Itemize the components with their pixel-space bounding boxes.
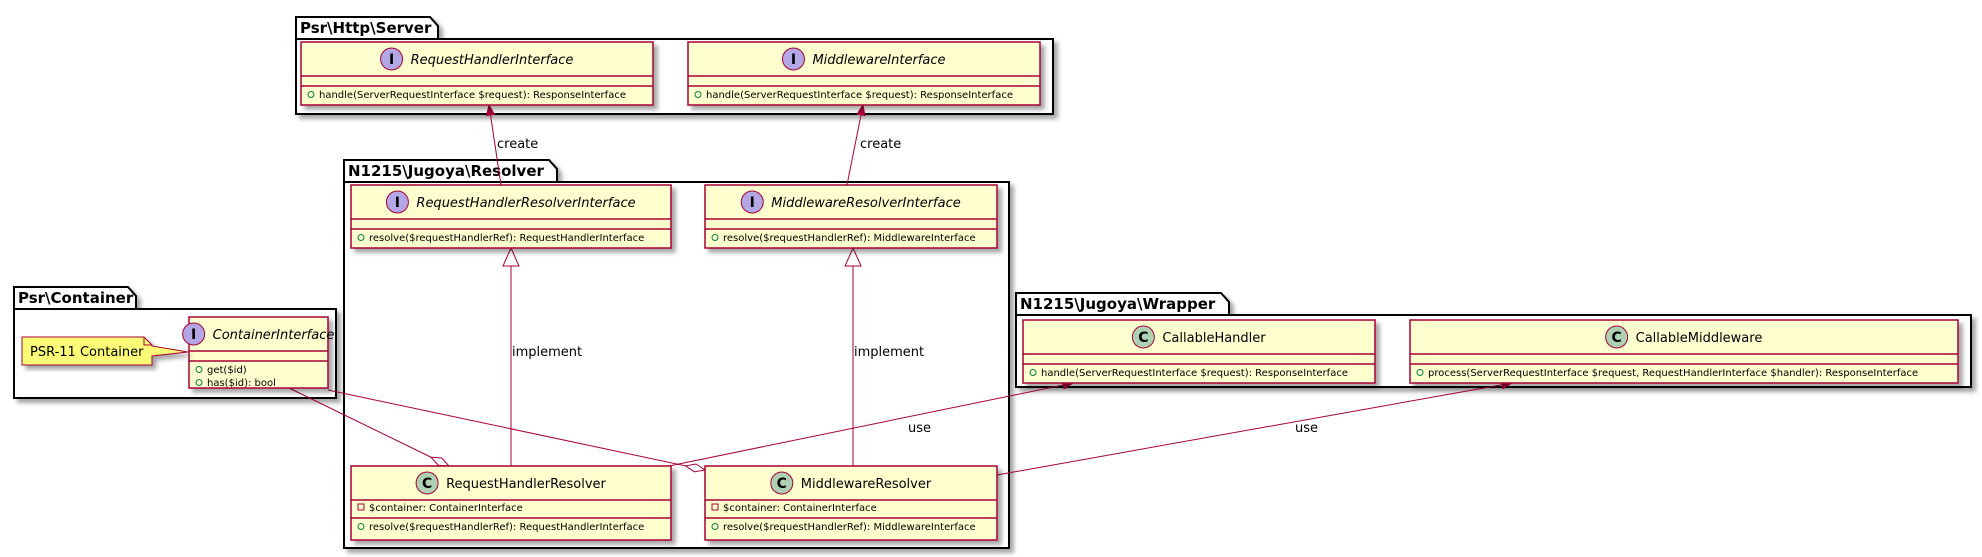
class-method: process(ServerRequestInterface $request,… bbox=[1428, 368, 1918, 379]
relation-line bbox=[288, 387, 450, 467]
relation-line bbox=[488, 104, 502, 186]
note-shape bbox=[21, 336, 189, 366]
badge-letter: C bbox=[777, 476, 787, 492]
class-field: $container: ContainerInterface bbox=[369, 503, 523, 514]
class-method: has($id): bool bbox=[207, 378, 276, 389]
class-name: ContainerInterface bbox=[213, 328, 335, 343]
relation-rel-implement-middleware bbox=[844, 246, 862, 466]
class-method: resolve($requestHandlerRef): MiddlewareI… bbox=[723, 233, 976, 244]
public-visibility-icon bbox=[195, 366, 203, 373]
class-box-middleware-resolver: MiddlewareResolver C $container: Container… bbox=[704, 465, 998, 541]
class-name: MiddlewareResolverInterface bbox=[771, 196, 961, 211]
relation-label: implement bbox=[854, 345, 924, 360]
package-title: N1215\Jugoya\Wrapper bbox=[1020, 295, 1216, 313]
package-title: N1215\Jugoya\Resolver bbox=[348, 162, 545, 180]
badge-letter: I bbox=[389, 52, 394, 68]
relation-label: create bbox=[860, 137, 901, 152]
interface-box-middleware-interface: MiddlewareInterface Ihandle(ServerRequest… bbox=[687, 41, 1041, 106]
class-box-request-handler-resolver: RequestHandlerResolver C $container: Conta… bbox=[350, 465, 672, 541]
class-name: MiddlewareInterface bbox=[812, 53, 945, 68]
private-visibility-icon bbox=[357, 503, 365, 511]
class-stereotype-icon: C bbox=[770, 471, 794, 495]
interface-box-request-handler-resolver-interface: RequestHandlerResolverInterface Iresolve(… bbox=[350, 184, 672, 249]
interface-stereotype-icon: I bbox=[740, 190, 764, 214]
class-field: $container: ContainerInterface bbox=[723, 503, 877, 514]
class-box-frame bbox=[687, 41, 1041, 106]
arrowhead-icon bbox=[856, 103, 866, 117]
class-box-frame bbox=[704, 465, 998, 541]
relation-rel-implement-handler bbox=[502, 246, 520, 466]
class-box-frame bbox=[300, 41, 654, 106]
interface-box-request-handler-interface: RequestHandlerInterface Ihandle(ServerReq… bbox=[300, 41, 654, 106]
class-stereotype-icon: C bbox=[1605, 325, 1629, 349]
relation-rel-create-middleware bbox=[846, 103, 866, 186]
public-visibility-icon bbox=[195, 379, 203, 386]
public-visibility-icon bbox=[711, 523, 719, 530]
public-visibility-icon bbox=[357, 523, 365, 530]
badge-letter: I bbox=[395, 195, 400, 211]
badge-letter: C bbox=[422, 476, 432, 492]
relation-label: use bbox=[1295, 421, 1318, 436]
relation-line bbox=[996, 382, 1513, 476]
realization-triangle-icon bbox=[844, 246, 862, 267]
class-name: RequestHandlerResolver bbox=[446, 477, 606, 492]
private-visibility-icon bbox=[711, 503, 719, 511]
relation-rel-create-handler bbox=[485, 103, 502, 186]
public-visibility-icon bbox=[307, 91, 315, 98]
note-text: PSR-11 Container bbox=[30, 345, 144, 360]
relation-line bbox=[668, 382, 1074, 467]
class-method: resolve($requestHandlerRef): RequestHand… bbox=[369, 233, 644, 244]
relation-line bbox=[327, 389, 706, 471]
class-stereotype-icon: C bbox=[1131, 325, 1155, 349]
public-visibility-icon bbox=[1416, 369, 1424, 376]
class-box-frame bbox=[188, 316, 329, 389]
class-method: handle(ServerRequestInterface $request):… bbox=[319, 90, 626, 101]
badge-letter: C bbox=[1138, 330, 1148, 346]
relation-label: create bbox=[497, 137, 538, 152]
interface-box-middleware-resolver-interface: MiddlewareResolverInterface Iresolve($req… bbox=[704, 184, 998, 249]
interface-stereotype-icon: I bbox=[380, 47, 404, 71]
class-stereotype-icon: C bbox=[415, 471, 439, 495]
class-name: MiddlewareResolver bbox=[801, 477, 932, 492]
class-name: RequestHandlerInterface bbox=[411, 53, 574, 68]
badge-letter: I bbox=[750, 195, 755, 211]
class-name: CallableMiddleware bbox=[1636, 331, 1763, 346]
public-visibility-icon bbox=[711, 234, 719, 241]
badge-letter: I bbox=[191, 327, 196, 343]
class-method: get($id) bbox=[207, 365, 247, 376]
class-method: resolve($requestHandlerRef): RequestHand… bbox=[369, 522, 644, 533]
class-method: resolve($requestHandlerRef): MiddlewareI… bbox=[723, 522, 976, 533]
aggregation-diamond-icon bbox=[684, 463, 707, 473]
relation-label: use bbox=[908, 421, 931, 436]
interface-stereotype-icon: I bbox=[182, 322, 206, 346]
realization-triangle-icon bbox=[502, 246, 520, 267]
relation-line bbox=[846, 104, 864, 186]
interface-stereotype-icon: I bbox=[781, 47, 805, 71]
package-title: Psr\Container bbox=[18, 289, 134, 307]
note-psr11-note: PSR-11 Container bbox=[21, 336, 189, 366]
class-method: handle(ServerRequestInterface $request):… bbox=[1041, 368, 1348, 379]
package-title: Psr\Http\Server bbox=[300, 19, 432, 37]
class-name: RequestHandlerResolverInterface bbox=[416, 196, 635, 211]
interface-stereotype-icon: I bbox=[385, 190, 409, 214]
badge-letter: C bbox=[1612, 330, 1622, 346]
class-box-frame bbox=[1022, 319, 1376, 384]
class-box-callable-handler: CallableHandler Chandle(ServerRequestInte… bbox=[1022, 319, 1376, 384]
class-name: CallableHandler bbox=[1162, 331, 1266, 346]
public-visibility-icon bbox=[694, 91, 702, 98]
public-visibility-icon bbox=[1029, 369, 1037, 376]
arrowhead-icon bbox=[485, 103, 496, 117]
public-visibility-icon bbox=[357, 234, 365, 241]
class-box-frame bbox=[350, 465, 672, 541]
class-method: handle(ServerRequestInterface $request):… bbox=[706, 90, 1013, 101]
relation-rel-aggregation-middleware-resolver bbox=[327, 389, 707, 473]
relation-label: implement bbox=[512, 345, 582, 360]
class-box-callable-middleware: CallableMiddleware Cprocess(ServerRequest… bbox=[1409, 319, 1959, 384]
badge-letter: I bbox=[791, 52, 796, 68]
class-box-frame bbox=[1409, 319, 1959, 384]
relation-rel-use-middleware bbox=[996, 380, 1514, 476]
